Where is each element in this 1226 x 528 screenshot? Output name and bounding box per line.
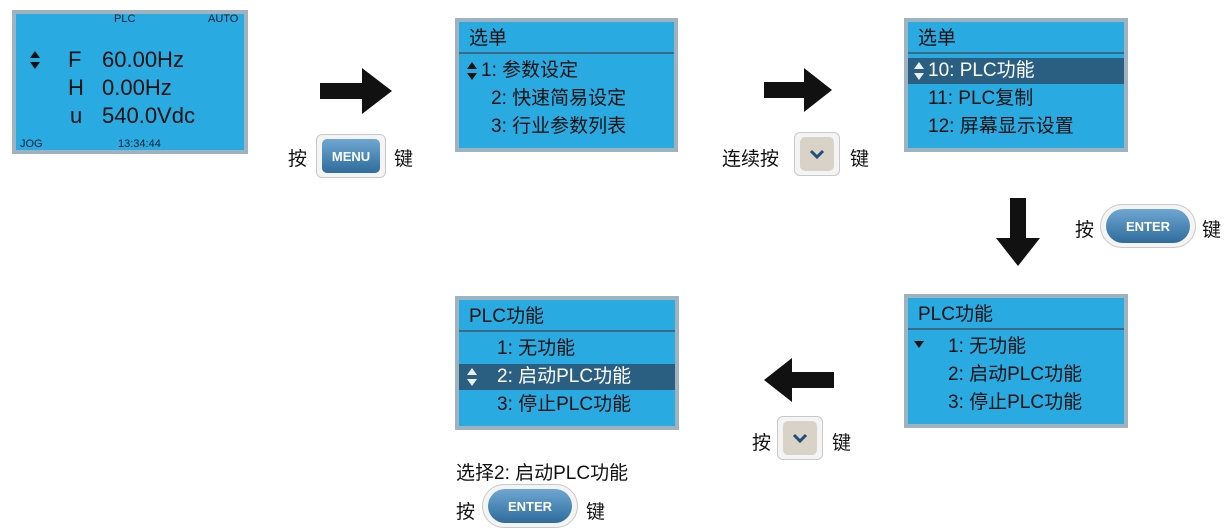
enter-key-label: ENTER [1106,209,1190,243]
menu-item-enable-plc[interactable]: 2: 启动PLC功能 [908,362,1124,388]
menu-screen-1: 选单 1: 参数设定 2: 快速简易设定 3: 行业参数列表 [455,18,678,152]
menu-item-label: 3: 停止PLC功能 [497,394,632,415]
menu-item-parameter-setting[interactable]: 1: 参数设定 [459,58,674,84]
right-arrow-icon [764,68,832,112]
step-key-label: 键 [394,149,414,170]
status-plc-indicator: PLC [114,13,136,25]
up-down-arrow-icon [467,62,477,80]
step-key-label: 键 [1202,220,1222,241]
menu-item-label: 3: 行业参数列表 [491,116,627,137]
menu-item-display-setting[interactable]: 12: 屏幕显示设置 [908,114,1124,140]
menu-item-label: 2: 启动PLC功能 [497,366,632,387]
menu-item-label: 1: 无功能 [497,338,576,359]
menu-title: 选单 [459,26,674,54]
step-press-label: 按 [752,433,772,454]
menu-item-stop-plc[interactable]: 3: 停止PLC功能 [459,392,675,418]
step-press-label: 按 [288,149,308,170]
step-press-label: 按 [1075,220,1095,241]
status-line-letter: F [68,47,82,72]
status-line-letter: H [68,75,84,100]
selection-caption: 选择2: 启动PLC功能 [456,463,629,484]
status-screen: PLC AUTO F 60.00Hz H 0.00Hz u 540.0Vdc J… [12,10,248,154]
up-down-arrow-icon [467,368,477,386]
step-key-label: 键 [832,433,852,454]
enter-key-button[interactable]: ENTER [1100,204,1196,248]
status-line-letter: u [70,103,83,128]
menu-item-application-list[interactable]: 3: 行业参数列表 [459,114,674,140]
status-jog-indicator: JOG [20,138,43,150]
up-down-arrow-icon [914,62,924,80]
menu-title: PLC功能 [908,302,1124,330]
status-clock: 13:34:44 [118,138,161,150]
menu-item-label: 1: 参数设定 [481,60,579,81]
menu-title: 选单 [908,26,1124,54]
menu-key-button[interactable]: MENU [316,134,386,178]
enter-key-label: ENTER [488,489,572,523]
step-key-label: 键 [586,502,606,523]
menu-title: PLC功能 [459,304,675,332]
menu-item-label: 2: 快速简易设定 [491,88,627,109]
chevron-down-icon [809,149,825,160]
down-triangle-icon [914,341,924,348]
menu-item-quick-setup[interactable]: 2: 快速简易设定 [459,86,674,112]
right-arrow-icon [320,68,392,114]
step-press-continuous-label: 连续按 [722,149,780,170]
menu-item-label: 10: PLC功能 [928,60,1035,81]
menu-item-label: 3: 停止PLC功能 [948,392,1083,413]
chevron-down-icon [792,433,808,444]
up-down-arrow-icon [30,51,40,69]
status-auto-indicator: AUTO [208,13,239,25]
status-frequency-command: 60.00Hz [102,47,184,72]
menu-item-label: 12: 屏幕显示设置 [928,116,1074,137]
menu-item-label: 1: 无功能 [948,336,1027,357]
menu-item-no-function[interactable]: 1: 无功能 [459,336,675,362]
menu-item-plc-copy[interactable]: 11: PLC复制 [908,86,1124,112]
left-arrow-icon [764,358,834,402]
down-arrow-icon [996,198,1040,266]
menu-item-no-function[interactable]: 1: 无功能 [908,334,1124,360]
menu-item-plc-function[interactable]: 10: PLC功能 [908,58,1124,84]
step-press-label: 按 [456,502,476,523]
menu-item-enable-plc[interactable]: 2: 启动PLC功能 [459,364,675,390]
menu-item-stop-plc[interactable]: 3: 停止PLC功能 [908,390,1124,416]
plc-function-screen-right: PLC功能 1: 无功能 2: 启动PLC功能 3: 停止PLC功能 [904,294,1128,428]
enter-key-button[interactable]: ENTER [482,484,578,528]
plc-function-screen-left: PLC功能 1: 无功能 2: 启动PLC功能 3: 停止PLC功能 [455,296,679,430]
menu-screen-2: 选单 10: PLC功能 11: PLC复制 12: 屏幕显示设置 [904,18,1128,152]
menu-item-label: 11: PLC复制 [928,88,1034,109]
status-dc-bus-voltage: 540.0Vdc [102,103,195,128]
down-key-button[interactable] [794,132,840,176]
menu-key-label: MENU [322,139,380,173]
menu-item-label: 2: 启动PLC功能 [948,364,1083,385]
step-key-label: 键 [850,149,870,170]
status-output-frequency: 0.00Hz [102,75,172,100]
down-key-button[interactable] [777,416,823,460]
